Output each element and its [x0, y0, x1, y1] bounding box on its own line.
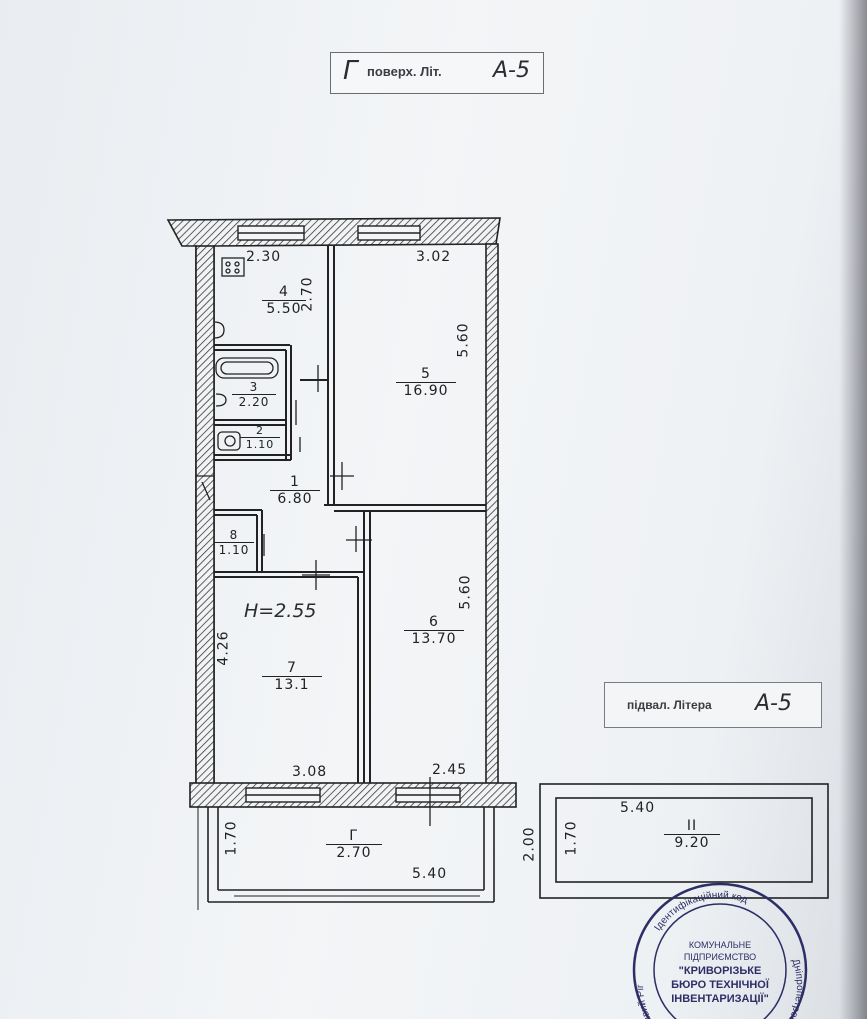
- seal-line-1: КОМУНАЛЬНЕ: [688, 940, 752, 950]
- basement-stamp-label: підвал. Літера: [627, 698, 712, 712]
- dimension-room6-length: 5.60: [457, 574, 474, 610]
- floor-stamp-label: поверх. Літ.: [367, 64, 442, 79]
- room-label: 4 5.50: [262, 284, 306, 317]
- room-area: 6.80: [277, 491, 313, 507]
- seal-line-4: БЮРО ТЕХНІЧНОЇ: [671, 979, 769, 991]
- basement-stamp-litera: А-5: [755, 691, 792, 716]
- left-wall: [195, 245, 215, 791]
- basement-plan: [539, 783, 829, 899]
- stove: [221, 257, 245, 277]
- room-label: 2 1.10: [240, 424, 280, 451]
- room-area: 2.70: [336, 845, 372, 861]
- room-area: 16.90: [403, 383, 449, 399]
- room-number: 6: [404, 614, 464, 631]
- room-area: 1.10: [245, 438, 275, 451]
- dimension-basement-depth: 1.70: [563, 820, 580, 856]
- seal-line-3: "КРИВОРІЗЬКЕ: [678, 965, 762, 977]
- seal-line-5: ІНВЕНТАРИЗАЦІЇ": [671, 993, 769, 1005]
- fixtures: [213, 257, 279, 451]
- room-number: 5: [396, 366, 456, 383]
- room-label: 5 16.90: [396, 366, 456, 399]
- bti-seal: Ідентифікаційний код Кривий Ріг Дніпропе…: [630, 880, 810, 1019]
- dimension-kitchen-width: 2.30: [246, 249, 282, 265]
- bottom-wall: [189, 782, 517, 808]
- kitchen-sink: [213, 321, 225, 339]
- room-number: II: [664, 818, 720, 835]
- door-marks: [196, 365, 431, 826]
- seal-rings: Ідентифікаційний код Кривий Ріг Дніпропе…: [632, 882, 808, 1019]
- dimension-room5-length: 5.60: [455, 322, 472, 358]
- bathtub: [215, 357, 279, 379]
- dimension-basement-length: 5.40: [620, 800, 656, 816]
- dimension-room7-length: 4.26: [215, 630, 232, 666]
- outer-walls: [166, 217, 517, 808]
- room-label: 3 2.20: [232, 380, 276, 409]
- wash-basin: [215, 393, 227, 407]
- room-area: 13.70: [411, 631, 457, 647]
- top-windows: [237, 225, 421, 241]
- room-label: 1 6.80: [270, 474, 320, 507]
- room-area: 5.50: [266, 301, 302, 317]
- room-label: 7 13.1: [262, 660, 322, 693]
- room-label: Г 2.70: [326, 828, 382, 861]
- room-number: 1: [270, 474, 320, 491]
- room-number: 3: [232, 380, 276, 395]
- room-number: 7: [262, 660, 322, 677]
- room-area: 1.10: [218, 543, 250, 557]
- basement-stamp: підвал. Літера А-5: [604, 682, 822, 728]
- room-area: 13.1: [274, 677, 310, 693]
- room-label: 8 1.10: [214, 528, 254, 557]
- balcony: [207, 807, 495, 903]
- right-wall: [485, 243, 499, 790]
- room-number: Г: [326, 828, 382, 845]
- floor-number-handwritten: Г: [343, 56, 358, 86]
- seal-ring-top: Ідентифікаційний код: [653, 890, 750, 933]
- dimension-room6-width: 2.45: [432, 762, 468, 778]
- dimension-basement-outer: 2.00: [521, 826, 538, 862]
- dimension-room7-width: 3.08: [292, 764, 328, 780]
- floor-stamp: Г поверх. Літ. А-5: [330, 52, 544, 94]
- room-area: 9.20: [674, 835, 710, 851]
- room-number: 8: [214, 528, 254, 543]
- ceiling-height: H=2.55: [244, 600, 317, 622]
- partitions: [214, 246, 486, 783]
- room-label: II 9.20: [664, 818, 720, 851]
- toilet: [217, 431, 241, 451]
- room-number: 4: [262, 284, 306, 301]
- dimension-room5-width: 3.02: [416, 249, 452, 265]
- seal-ring-top-text: Ідентифікаційний код: [653, 890, 750, 933]
- page-edge-shadow: [839, 0, 867, 1019]
- room-label: 6 13.70: [404, 614, 464, 647]
- dimension-balcony-depth: 1.70: [223, 820, 240, 856]
- bottom-windows: [245, 787, 461, 803]
- seal-line-2: ПІДПРИЄМСТВО: [683, 952, 757, 962]
- floor-stamp-litera: А-5: [493, 58, 530, 83]
- dimension-balcony-length: 5.40: [412, 866, 448, 882]
- room-area: 2.20: [238, 395, 270, 409]
- room-number: 2: [240, 424, 280, 438]
